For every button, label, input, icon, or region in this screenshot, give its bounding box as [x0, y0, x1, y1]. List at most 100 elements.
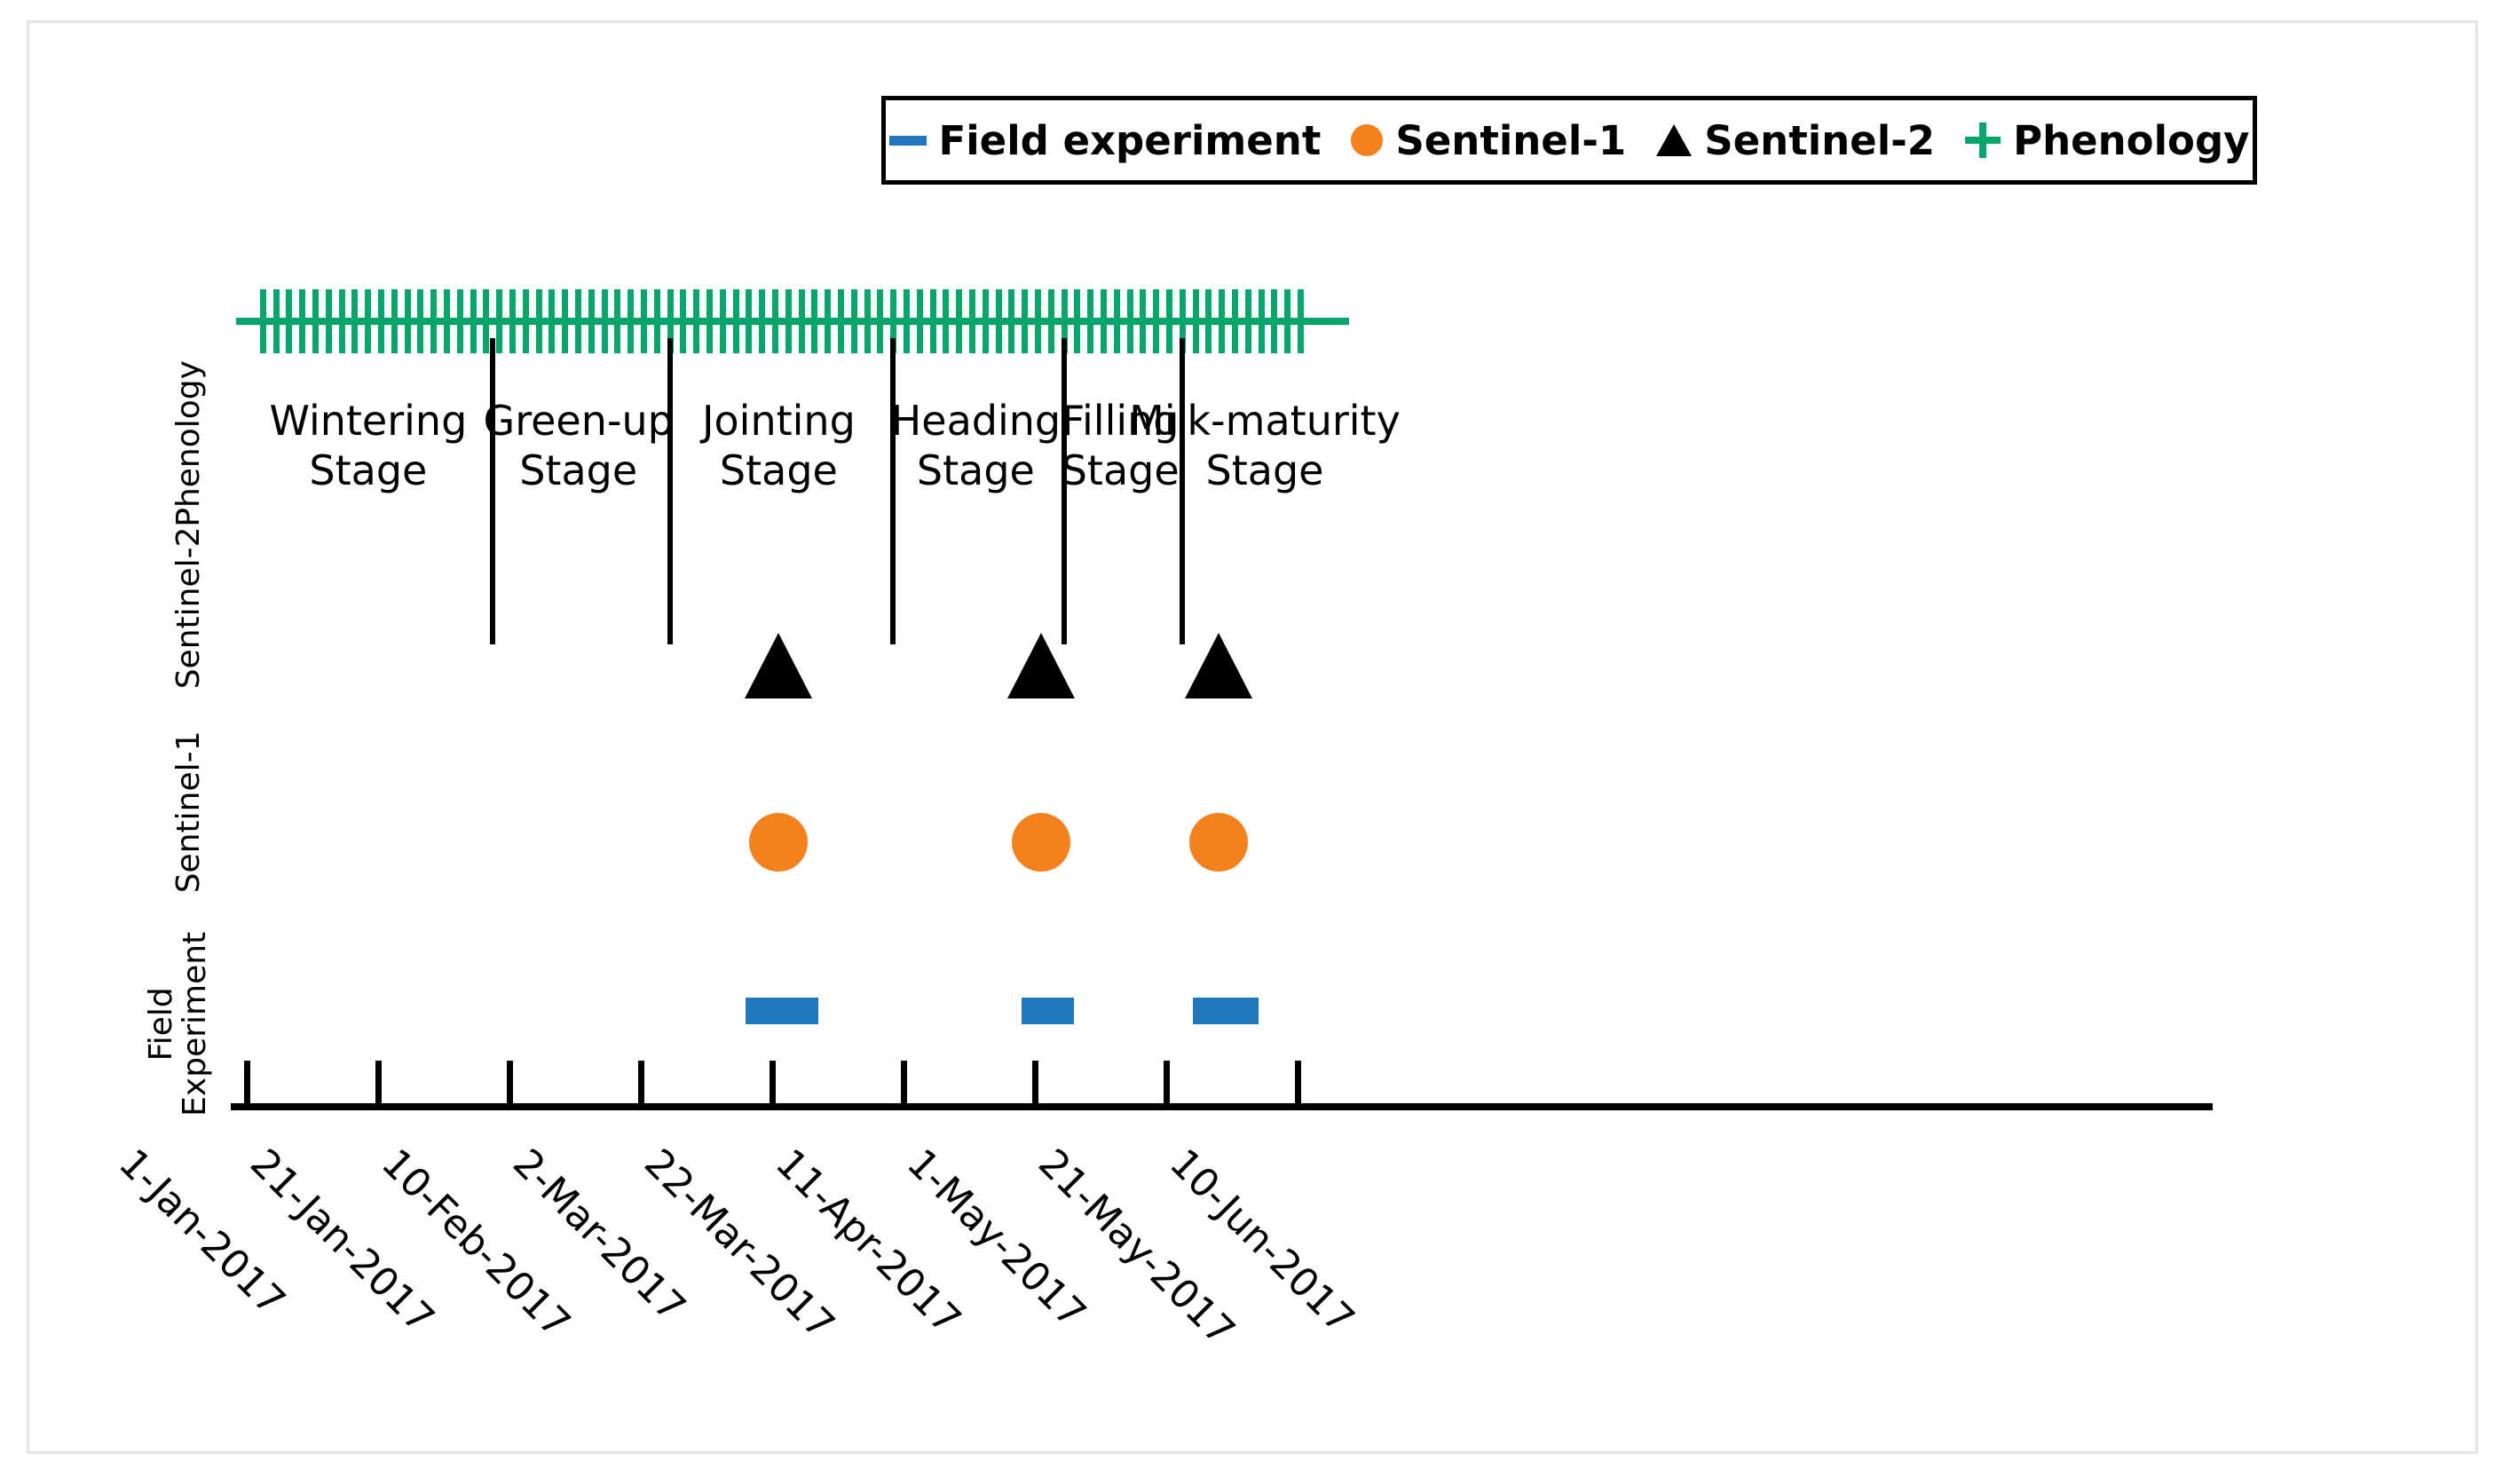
- stage-label-line2: Stage: [916, 446, 1035, 495]
- legend-item-phenology: Phenology: [1965, 121, 2249, 161]
- phenology-tick-marker: [969, 289, 975, 353]
- phenology-tick-marker: [509, 289, 516, 353]
- x-axis-tick: [1295, 1061, 1301, 1103]
- phenology-tick-marker: [929, 289, 936, 353]
- phenology-tick-marker: [1153, 289, 1160, 353]
- legend-label: Field experiment: [938, 116, 1322, 164]
- phenology-baseline: [236, 318, 1349, 325]
- phenology-tick-marker: [1101, 289, 1107, 353]
- field-experiment-bar: [1022, 998, 1075, 1024]
- phenology-tick-marker: [759, 289, 766, 353]
- phenology-tick-marker: [562, 289, 569, 353]
- legend-item-sentinel-1: Sentinel-1: [1351, 121, 1626, 161]
- phenology-tick-marker: [653, 289, 660, 353]
- x-axis-tick: [1032, 1061, 1038, 1103]
- phenology-tick-marker: [1126, 289, 1133, 353]
- x-axis-tick: [1164, 1061, 1170, 1103]
- y-axis-label-sentinel-2: Sentinel-2: [170, 526, 208, 690]
- phenology-tick-marker: [378, 289, 384, 353]
- stage-divider: [1061, 338, 1067, 644]
- phenology-tick-marker: [732, 289, 739, 353]
- phenology-tick-marker: [1219, 289, 1226, 353]
- phenology-tick-marker: [890, 289, 897, 353]
- stage-label-line2: Stage: [309, 446, 428, 495]
- phenology-tick-marker: [1244, 289, 1251, 353]
- x-axis-line: [231, 1103, 2213, 1110]
- field-experiment-bar: [746, 998, 818, 1024]
- x-axis-tick: [375, 1061, 382, 1103]
- phenology-tick-marker: [850, 289, 857, 353]
- phenology-tick-marker: [1061, 289, 1068, 353]
- phenology-tick-marker: [1271, 289, 1278, 353]
- stage-label-line2: Stage: [1061, 446, 1180, 495]
- phenology-tick-marker: [1022, 289, 1029, 353]
- phenology-tick-marker: [693, 289, 700, 353]
- stage-divider: [489, 338, 495, 644]
- chart-legend: Field experiment Sentinel-1 Sentinel-2 P…: [881, 96, 2257, 185]
- phenology-tick-marker: [798, 289, 805, 353]
- phenology-tick-marker: [1035, 289, 1041, 353]
- phenology-tick-marker: [365, 289, 372, 353]
- stage-label-line1: Wintering: [269, 397, 468, 445]
- phenology-tick-marker: [430, 289, 438, 353]
- sentinel-1-marker: [749, 813, 809, 872]
- sentinel-2-marker: [1185, 633, 1253, 699]
- phenology-tick-marker: [588, 289, 595, 353]
- phenology-tick-marker: [995, 289, 1002, 353]
- phenology-tick-marker: [351, 289, 359, 353]
- y-axis-label-line1: Field: [143, 987, 180, 1062]
- legend-item-field-experiment: Field experiment: [888, 116, 1322, 164]
- stage-label-line2: Stage: [519, 446, 638, 495]
- phenology-tick-marker: [575, 289, 581, 353]
- stage-label-line1: Milk-maturity: [1129, 397, 1401, 445]
- stage-divider: [1179, 338, 1185, 644]
- phenology-tick-marker: [982, 289, 989, 353]
- phenology-tick-marker: [601, 289, 608, 353]
- phenology-tick-marker: [325, 289, 332, 353]
- phenology-tick-marker: [1008, 289, 1015, 353]
- phenology-tick-marker: [877, 289, 884, 353]
- legend-label: Phenology: [2013, 116, 2250, 164]
- phenology-tick-marker: [1074, 289, 1081, 353]
- x-axis-tick: [244, 1061, 250, 1103]
- phenology-tick-marker: [811, 289, 818, 353]
- phenology-tick-marker: [286, 289, 293, 353]
- phenology-tick-marker: [864, 289, 871, 353]
- stage-label-line2: Stage: [719, 446, 838, 495]
- stage-divider: [667, 338, 673, 644]
- phenology-tick-marker: [746, 289, 753, 353]
- phenology-tick-marker: [483, 289, 490, 353]
- stage-divider: [890, 338, 896, 644]
- phenology-tick-marker: [549, 289, 556, 353]
- dash-icon: [888, 135, 927, 146]
- phenology-tick-marker: [956, 289, 963, 353]
- phenology-tick-marker: [1205, 289, 1212, 353]
- stage-label-line2: Stage: [1205, 446, 1324, 495]
- phenology-tick-marker: [1166, 289, 1172, 353]
- phenology-tick-marker: [916, 289, 923, 353]
- stage-label-line1: Heading: [890, 397, 1062, 445]
- phenology-tick-marker: [312, 289, 319, 353]
- phenology-tick-marker: [1284, 289, 1291, 353]
- sentinel-2-marker: [1007, 633, 1076, 699]
- sentinel-2-marker: [745, 633, 813, 699]
- phenology-tick-marker: [259, 289, 266, 353]
- phenology-tick-marker: [785, 289, 792, 353]
- phenology-tick-marker: [943, 289, 950, 353]
- y-axis-label-field-experiment: Field Experiment: [143, 909, 213, 1140]
- stage-label-line1: Green-up: [483, 397, 674, 445]
- y-axis-label-line2: Experiment: [177, 931, 213, 1117]
- legend-item-sentinel-2: Sentinel-2: [1656, 121, 1935, 161]
- phenology-tick-marker: [444, 289, 450, 353]
- phenology-tick-marker: [1258, 289, 1265, 353]
- phenology-tick-marker: [272, 289, 280, 353]
- x-axis-tick: [770, 1061, 776, 1103]
- phenology-tick-marker: [680, 289, 687, 353]
- phenology-tick-marker: [825, 289, 832, 353]
- phenology-tick-marker: [1232, 289, 1238, 353]
- stage-label-line1: Filling: [1061, 397, 1180, 445]
- figure-container: Field experiment Sentinel-1 Sentinel-2 P…: [27, 20, 2478, 1454]
